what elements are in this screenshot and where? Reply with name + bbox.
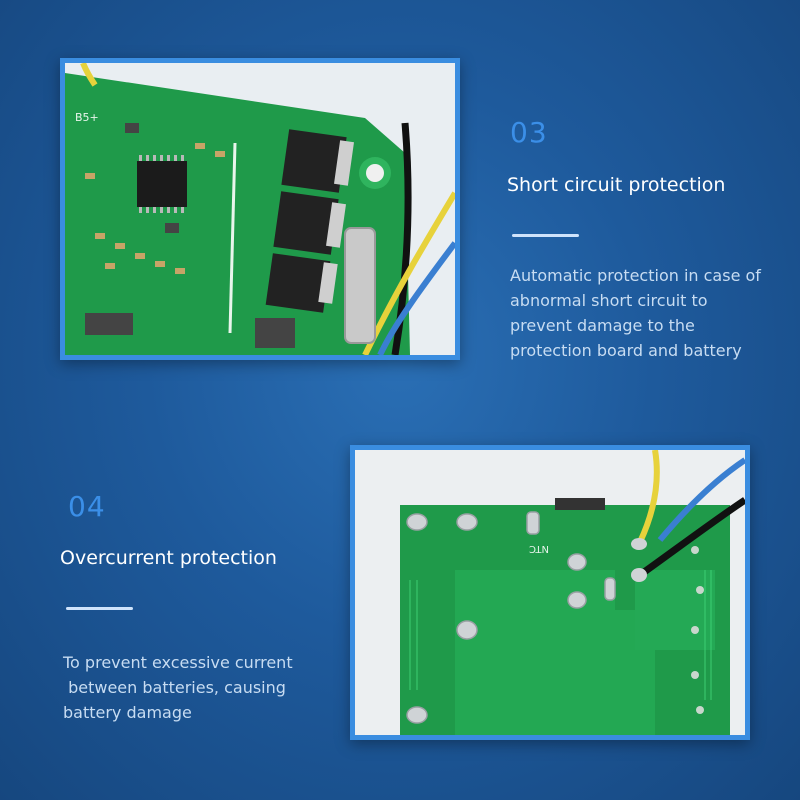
section-description: Automatic protection in case of abnormal… — [510, 263, 790, 363]
section-divider — [512, 234, 579, 237]
section-title: Overcurrent protection — [60, 547, 277, 569]
description-line: abnormal short circuit to — [510, 291, 708, 310]
description-line: between batteries, causing — [63, 678, 286, 697]
description-line: To prevent excessive current — [63, 653, 293, 672]
description-line: battery damage — [63, 703, 192, 722]
board-label-b5: B5+ — [75, 111, 99, 124]
description-line: Automatic protection in case of — [510, 266, 761, 285]
section-title: Short circuit protection — [507, 174, 726, 196]
board-label-ntc: NTC — [529, 543, 549, 554]
description-line: protection board and battery — [510, 341, 742, 360]
section-number: 03 — [510, 116, 548, 149]
section-divider — [66, 607, 133, 610]
section-number: 04 — [68, 490, 106, 523]
pcb-image-bottom: NTC — [355, 450, 745, 735]
description-line: prevent damage to the — [510, 316, 695, 335]
photo-frame-pcb-bottom: NTC — [350, 445, 750, 740]
section-description: To prevent excessive current between bat… — [63, 650, 343, 725]
pcb-image-top: B5+ — [65, 63, 455, 355]
photo-frame-pcb-top: B5+ — [60, 58, 460, 360]
